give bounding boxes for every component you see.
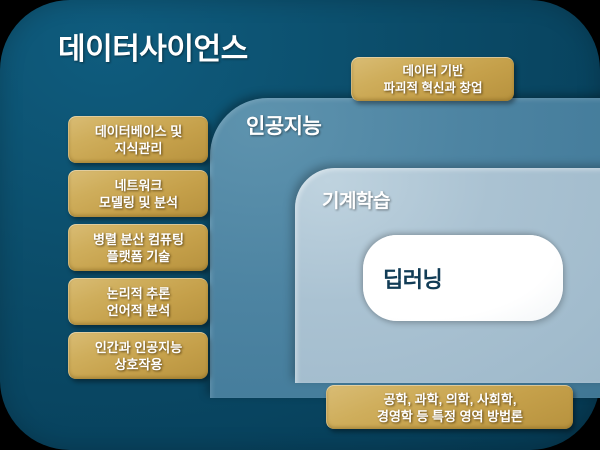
chip-line-1: 논리적 추론 (106, 286, 171, 301)
chip-line-2: 언어적 분석 (106, 303, 171, 318)
chip-domain-methodology: 공학, 과학, 의학, 사회학, 경영학 등 특정 영역 방법론 (326, 385, 573, 429)
chip-human-ai-interaction: 인간과 인공지능 상호작용 (68, 332, 208, 379)
chip-line-1: 데이터 기반 (402, 63, 464, 78)
chip-network-modeling-analysis: 네트워크 모델링 및 분석 (68, 170, 208, 217)
machine-learning-title: 기계학습 (322, 191, 390, 212)
chip-line-1: 네트워크 (114, 178, 163, 193)
chip-line-2: 파괴적 혁신과 창업 (383, 80, 483, 95)
chip-data-driven-innovation: 데이터 기반 파괴적 혁신과 창업 (351, 57, 514, 101)
artificial-intelligence-title: 인공지능 (246, 115, 322, 138)
chip-line-2: 상호작용 (114, 357, 163, 372)
chip-line-2: 경영학 등 특정 영역 방법론 (376, 408, 523, 424)
chip-logical-reasoning-linguistic-analysis: 논리적 추론 언어적 분석 (68, 278, 208, 325)
chip-line-1: 병렬 분산 컴퓨팅 (93, 232, 184, 247)
chip-line-2: 모델링 및 분석 (99, 195, 178, 210)
chip-line-1: 인간과 인공지능 (94, 340, 183, 355)
deep-learning-title: 딥러닝 (383, 267, 443, 292)
chip-line-2: 플랫폼 기술 (106, 249, 171, 264)
deep-learning-container (363, 235, 563, 321)
chip-parallel-distributed-computing: 병렬 분산 컴퓨팅 플랫폼 기술 (68, 224, 208, 271)
chip-database-knowledge-management: 데이터베이스 및 지식관리 (68, 116, 208, 163)
chip-line-1: 공학, 과학, 의학, 사회학, (383, 391, 517, 407)
data-science-title: 데이터사이언스 (58, 33, 248, 66)
chip-line-2: 지식관리 (114, 141, 163, 156)
chip-line-1: 데이터베이스 및 (94, 124, 183, 139)
